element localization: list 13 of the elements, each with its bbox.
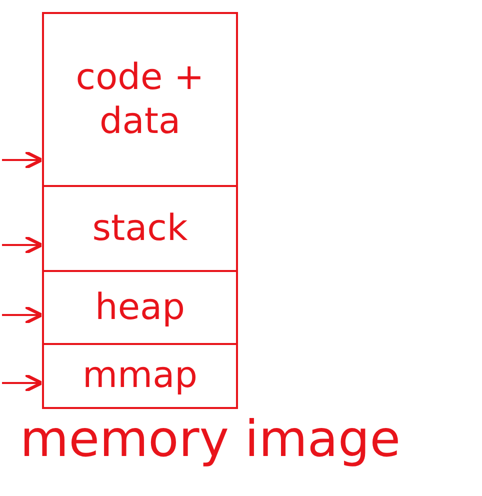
- memory-segment: [42, 343, 238, 409]
- arrow: [2, 150, 44, 170]
- segment-label: stack: [92, 206, 188, 250]
- segment-label: code + data: [74, 56, 206, 143]
- segment-label: mmap: [82, 354, 198, 398]
- memory-segment: [42, 270, 238, 345]
- arrow: [2, 235, 44, 255]
- segment-label: heap: [95, 286, 185, 330]
- memory-segment: [42, 185, 238, 272]
- arrow: [2, 373, 44, 393]
- caption: memory image: [20, 410, 401, 468]
- memory-segment: [42, 12, 238, 187]
- arrow: [2, 305, 44, 325]
